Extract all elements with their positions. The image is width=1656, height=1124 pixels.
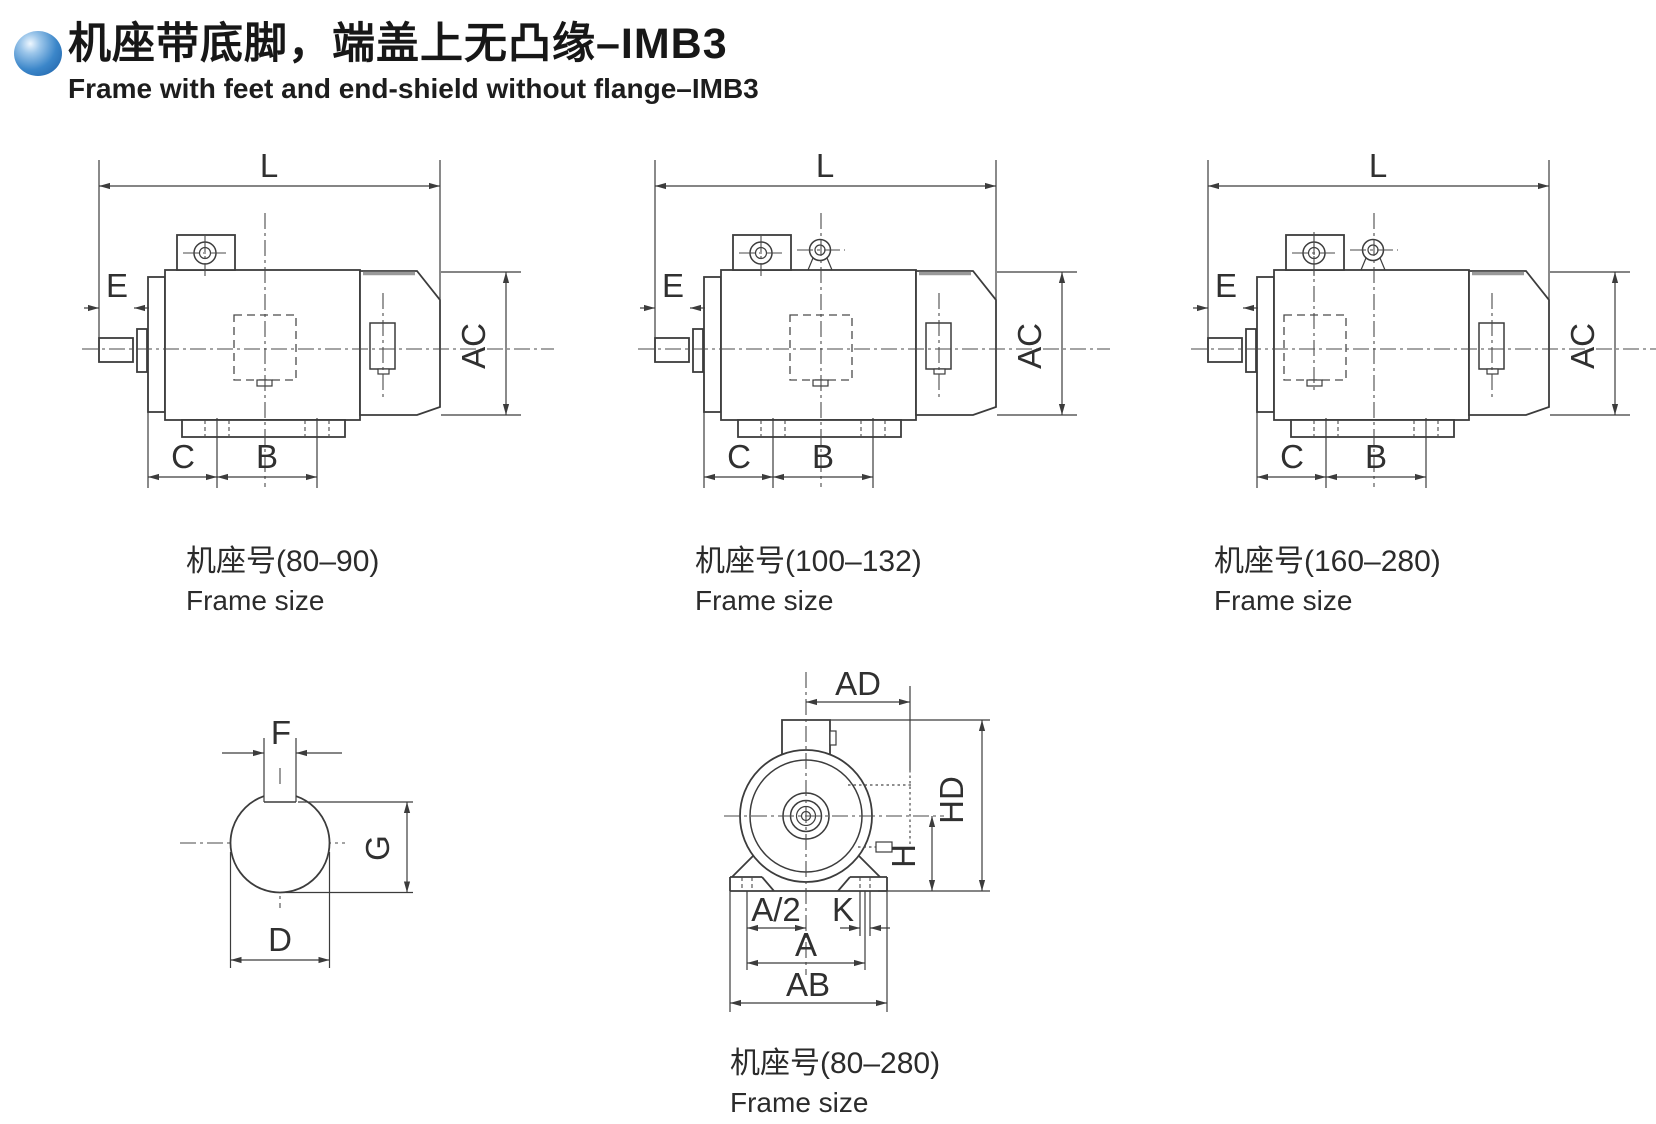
dim-label-B: B bbox=[256, 438, 278, 475]
blue-sphere-bullet-icon bbox=[14, 31, 62, 76]
dim-label-B: B bbox=[1365, 438, 1387, 475]
dim-label-C: C bbox=[1280, 438, 1304, 475]
right-gusset bbox=[858, 855, 881, 878]
dim-label-K: K bbox=[832, 891, 854, 928]
titles: 机座带底脚，端盖上无凸缘–IMB3 Frame with feet and en… bbox=[68, 20, 759, 105]
left-gusset bbox=[731, 855, 754, 878]
dim-label-AD: AD bbox=[835, 665, 881, 702]
dim-label-L: L bbox=[1369, 147, 1387, 184]
conduit-tab bbox=[829, 730, 837, 746]
dim-label-HD: HD bbox=[933, 776, 970, 824]
side-view-frame-100-132: L E AC C B bbox=[638, 147, 1110, 488]
dim-label-A-half: A/2 bbox=[751, 891, 801, 928]
caption-cn: 机座号(80–90) bbox=[186, 545, 380, 578]
caption-cn: 机座号(160–280) bbox=[1214, 545, 1441, 578]
caption-cn: 机座号(80–280) bbox=[730, 1047, 941, 1080]
dim-label-E: E bbox=[662, 267, 684, 304]
dim-label-H: H bbox=[885, 844, 922, 868]
page-title: 机座带底脚，端盖上无凸缘–IMB3 bbox=[68, 20, 728, 68]
caption-frame-100-132: 机座号(100–132) Frame size bbox=[695, 544, 922, 618]
header: 机座带底脚，端盖上无凸缘–IMB3 Frame with feet and en… bbox=[14, 20, 759, 105]
dim-label-L: L bbox=[260, 147, 278, 184]
side-view-frame-80-90: L E AC C B bbox=[82, 147, 554, 488]
dim-label-E: E bbox=[106, 267, 128, 304]
caption-en: Frame size bbox=[1214, 585, 1353, 616]
front-view: AD HD H A/2 K A AB bbox=[724, 665, 990, 1012]
dim-label-C: C bbox=[171, 438, 195, 475]
caption-en: Frame size bbox=[695, 585, 834, 616]
caption-frame-80-280: 机座号(80–280) Frame size bbox=[730, 1046, 940, 1120]
dim-label-G: G bbox=[359, 835, 396, 861]
shaft-circle bbox=[229, 795, 331, 894]
dim-label-L: L bbox=[816, 147, 834, 184]
dim-label-AB: AB bbox=[786, 966, 830, 1003]
caption-cn: 机座号(100–132) bbox=[695, 545, 922, 578]
side-view-frame-160-280: L E AC C B bbox=[1191, 147, 1656, 488]
dim-label-E: E bbox=[1215, 267, 1237, 304]
dim-label-AC: AC bbox=[1564, 323, 1601, 369]
dim-label-A: A bbox=[795, 926, 817, 963]
dim-label-D: D bbox=[268, 921, 292, 958]
dim-label-AC: AC bbox=[1011, 323, 1048, 369]
shaft-section-view: F G D bbox=[180, 714, 413, 968]
page-subtitle: Frame with feet and end-shield without f… bbox=[68, 73, 759, 105]
caption-frame-160-280: 机座号(160–280) Frame size bbox=[1214, 544, 1441, 618]
dim-label-B: B bbox=[812, 438, 834, 475]
dim-label-C: C bbox=[727, 438, 751, 475]
dim-label-AC: AC bbox=[455, 323, 492, 369]
caption-en: Frame size bbox=[186, 585, 325, 616]
caption-frame-80-90: 机座号(80–90) Frame size bbox=[186, 544, 379, 618]
dim-label-F: F bbox=[271, 714, 291, 751]
caption-en: Frame size bbox=[730, 1087, 869, 1118]
